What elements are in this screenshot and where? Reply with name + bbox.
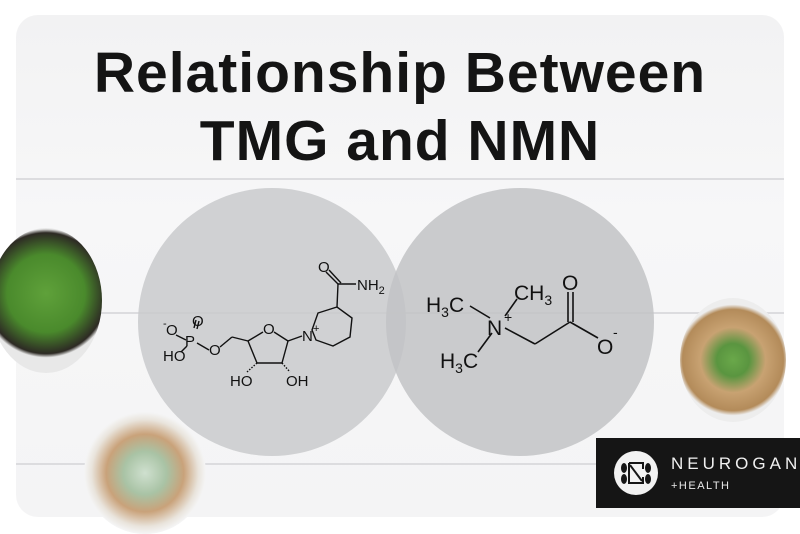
atom-label: O bbox=[597, 336, 613, 359]
logo-brand: NEUROGAN bbox=[671, 454, 800, 473]
atom-label: NH2 bbox=[357, 277, 385, 297]
atom-label: O bbox=[318, 259, 330, 276]
charge-label: + bbox=[313, 323, 319, 335]
atom-label: H3C bbox=[440, 350, 478, 376]
title-line-1: Relationship Between bbox=[93, 41, 707, 105]
tmg-circle bbox=[386, 188, 654, 456]
tmg-labels: H3C CH3 N + H3C O O - bbox=[426, 272, 618, 376]
succulent-pot-right bbox=[680, 298, 786, 422]
nmn-bonds bbox=[175, 269, 356, 373]
atom-label: HO bbox=[163, 348, 186, 365]
atom-label: O bbox=[192, 313, 204, 330]
plank-line bbox=[16, 463, 784, 465]
tmg-bonds bbox=[469, 292, 599, 353]
cactus-pot-bottom bbox=[84, 412, 206, 534]
logo-emblem-icon bbox=[614, 451, 658, 495]
atom-label: O bbox=[166, 322, 178, 339]
atom-label: OH bbox=[286, 373, 309, 390]
atom-label: P bbox=[185, 333, 195, 350]
charge-label: + bbox=[504, 309, 512, 325]
atom-label: HO bbox=[230, 373, 253, 390]
atom-label: N bbox=[302, 328, 313, 345]
atom-label: CH3 bbox=[514, 282, 552, 308]
neurogan-logo: NEUROGAN +HEALTH bbox=[596, 438, 800, 508]
charge-label: - bbox=[613, 324, 618, 340]
charge-label: - bbox=[163, 318, 167, 330]
nmn-labels: O - P O HO O O N + HO OH O NH2 bbox=[163, 259, 385, 390]
atom-label: O bbox=[263, 321, 275, 338]
atom-label: O bbox=[209, 342, 221, 359]
atom-label: O bbox=[562, 272, 578, 295]
atom-label: H3C bbox=[426, 294, 464, 320]
title-line-2: TMG and NMN bbox=[199, 109, 601, 173]
succulent-pot-left bbox=[0, 228, 102, 373]
nmn-circle bbox=[138, 188, 406, 456]
plank-line bbox=[16, 178, 784, 180]
atom-label: N bbox=[487, 317, 502, 340]
logo-tagline: +HEALTH bbox=[671, 480, 731, 492]
